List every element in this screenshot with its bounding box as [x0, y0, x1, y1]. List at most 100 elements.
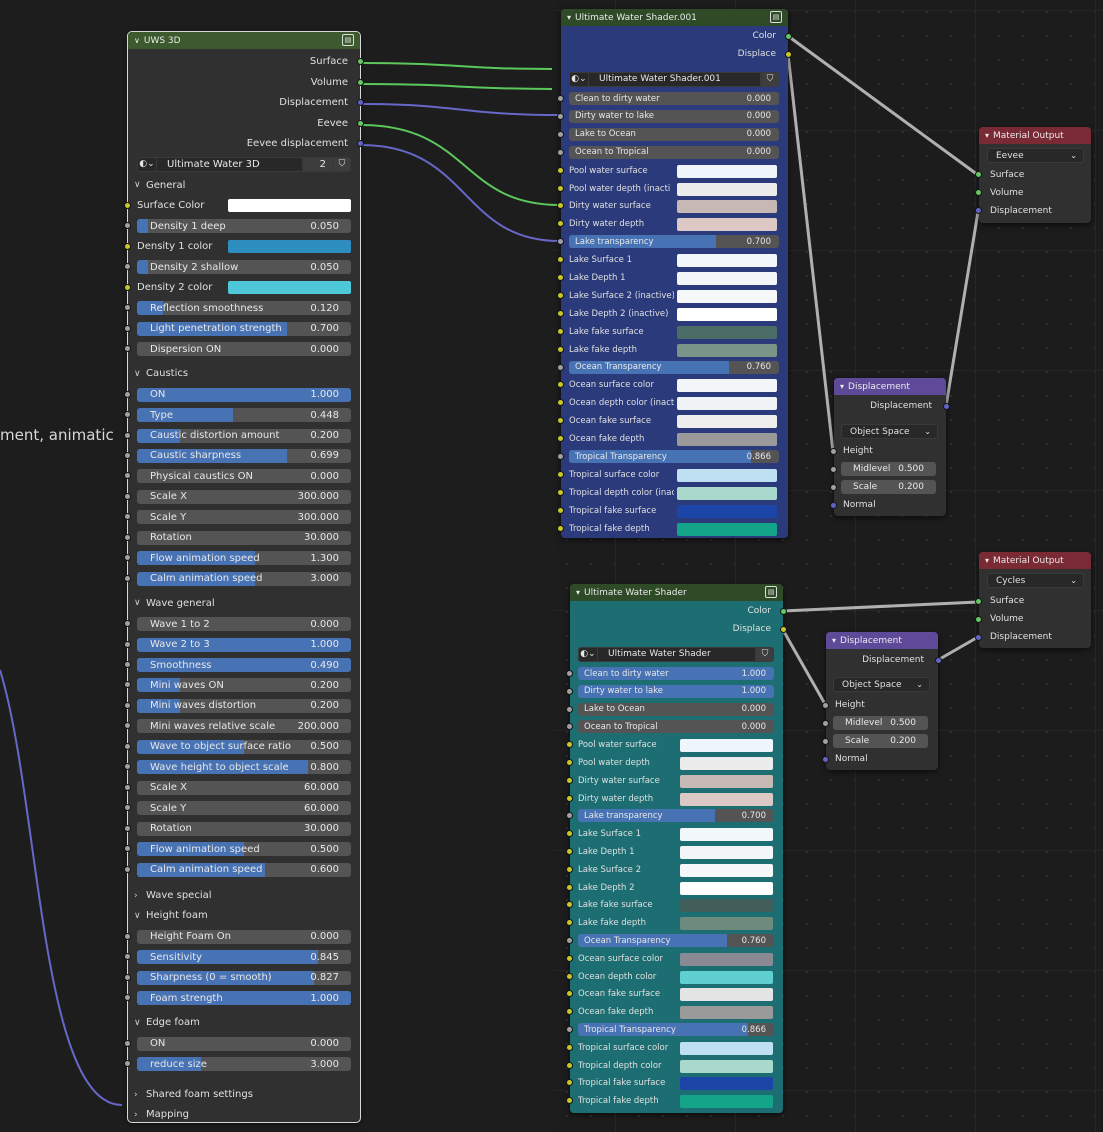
color-swatch[interactable]: [680, 917, 773, 931]
input-socket[interactable]: [124, 472, 131, 480]
datablock-name[interactable]: Ultimate Water 3D: [157, 156, 303, 172]
color-swatch[interactable]: [228, 239, 351, 253]
value-slider[interactable]: Sharpness (0 = smooth)0.827: [137, 970, 351, 985]
input-socket[interactable]: [566, 705, 573, 713]
input-socket[interactable]: [124, 783, 131, 791]
node-group-datablock[interactable]: ◐⌄Ultimate Water Shader.001⛉: [569, 71, 779, 87]
color-swatch[interactable]: [680, 757, 773, 770]
collapse-chevron-icon[interactable]: ▾: [567, 13, 572, 22]
input-socket[interactable]: [566, 1043, 573, 1051]
input-socket-midlevel[interactable]: [822, 720, 829, 727]
input-socket[interactable]: [566, 1097, 573, 1105]
node-header[interactable]: ∨ UWS 3D ▤: [128, 32, 360, 49]
collapse-chevron-icon[interactable]: ▾: [985, 131, 990, 140]
input-socket[interactable]: [124, 451, 131, 459]
input-socket[interactable]: [124, 973, 131, 981]
output-socket[interactable]: [780, 626, 787, 633]
node-material-output-cycles[interactable]: ▾ Material Output Cycles⌄ Surface Volume…: [975, 552, 1091, 648]
input-socket-volume[interactable]: [975, 189, 982, 196]
input-socket[interactable]: [557, 291, 564, 299]
node-header[interactable]: ▾ Material Output: [979, 552, 1091, 569]
color-swatch[interactable]: [680, 899, 773, 913]
panel-header[interactable]: ›Wave special: [134, 887, 360, 905]
input-socket[interactable]: [566, 990, 573, 998]
input-socket[interactable]: [557, 381, 564, 389]
space-dropdown[interactable]: Object Space⌄: [833, 677, 930, 692]
input-socket[interactable]: [124, 492, 131, 500]
panel-closed-chevron-icon[interactable]: ›: [134, 1089, 138, 1100]
input-socket[interactable]: [124, 574, 131, 582]
output-socket[interactable]: [357, 119, 364, 127]
color-swatch[interactable]: [680, 863, 773, 877]
input-socket[interactable]: [557, 309, 564, 317]
color-swatch[interactable]: [677, 182, 777, 196]
color-swatch[interactable]: [228, 199, 351, 212]
color-swatch[interactable]: [677, 433, 777, 447]
input-socket[interactable]: [124, 742, 131, 750]
input-socket[interactable]: [566, 972, 573, 980]
output-socket[interactable]: [357, 58, 364, 65]
input-socket[interactable]: [557, 274, 564, 281]
input-socket[interactable]: [566, 794, 573, 802]
node-group-datablock[interactable]: ◐⌄Ultimate Water Shader⛉: [578, 646, 774, 662]
input-socket-normal[interactable]: [830, 502, 837, 509]
fake-user-shield-icon[interactable]: ⛉: [761, 71, 779, 87]
input-socket[interactable]: [124, 202, 131, 209]
output-socket[interactable]: [780, 608, 787, 615]
input-socket-surface[interactable]: [975, 171, 982, 178]
input-socket[interactable]: [557, 112, 564, 120]
node-header[interactable]: ▾ Displacement: [826, 632, 938, 649]
color-swatch[interactable]: [677, 164, 777, 178]
panel-header[interactable]: ›Mapping: [134, 1106, 360, 1124]
color-swatch[interactable]: [680, 1095, 773, 1109]
input-socket[interactable]: [566, 670, 573, 677]
collapse-chevron-icon[interactable]: ▾: [576, 588, 581, 597]
color-swatch[interactable]: [677, 468, 777, 482]
color-swatch[interactable]: [677, 289, 777, 303]
panel-header[interactable]: ›Shared foam settings: [134, 1086, 360, 1104]
user-count[interactable]: 2: [303, 156, 333, 172]
input-socket[interactable]: [566, 741, 573, 749]
panel-closed-chevron-icon[interactable]: ›: [134, 1109, 138, 1120]
input-socket[interactable]: [557, 327, 564, 335]
input-socket[interactable]: [124, 865, 131, 873]
input-socket-displacement[interactable]: [975, 634, 982, 641]
panel-header[interactable]: ∨Wave general: [134, 594, 360, 612]
color-swatch[interactable]: [680, 739, 773, 753]
color-swatch[interactable]: [680, 1006, 773, 1020]
input-socket[interactable]: [566, 1061, 573, 1069]
input-socket[interactable]: [124, 640, 131, 648]
panel-header[interactable]: ∨General: [134, 176, 360, 194]
input-socket[interactable]: [557, 130, 564, 138]
input-socket[interactable]: [124, 554, 131, 562]
input-socket[interactable]: [557, 399, 564, 407]
node-header[interactable]: ▾ Displacement: [834, 378, 946, 395]
panel-header[interactable]: ∨Edge foam: [134, 1014, 360, 1032]
input-socket[interactable]: [566, 759, 573, 766]
input-socket[interactable]: [557, 184, 564, 192]
color-swatch[interactable]: [677, 504, 777, 518]
input-socket[interactable]: [124, 701, 131, 709]
node-header[interactable]: ▾ Material Output: [979, 127, 1091, 144]
